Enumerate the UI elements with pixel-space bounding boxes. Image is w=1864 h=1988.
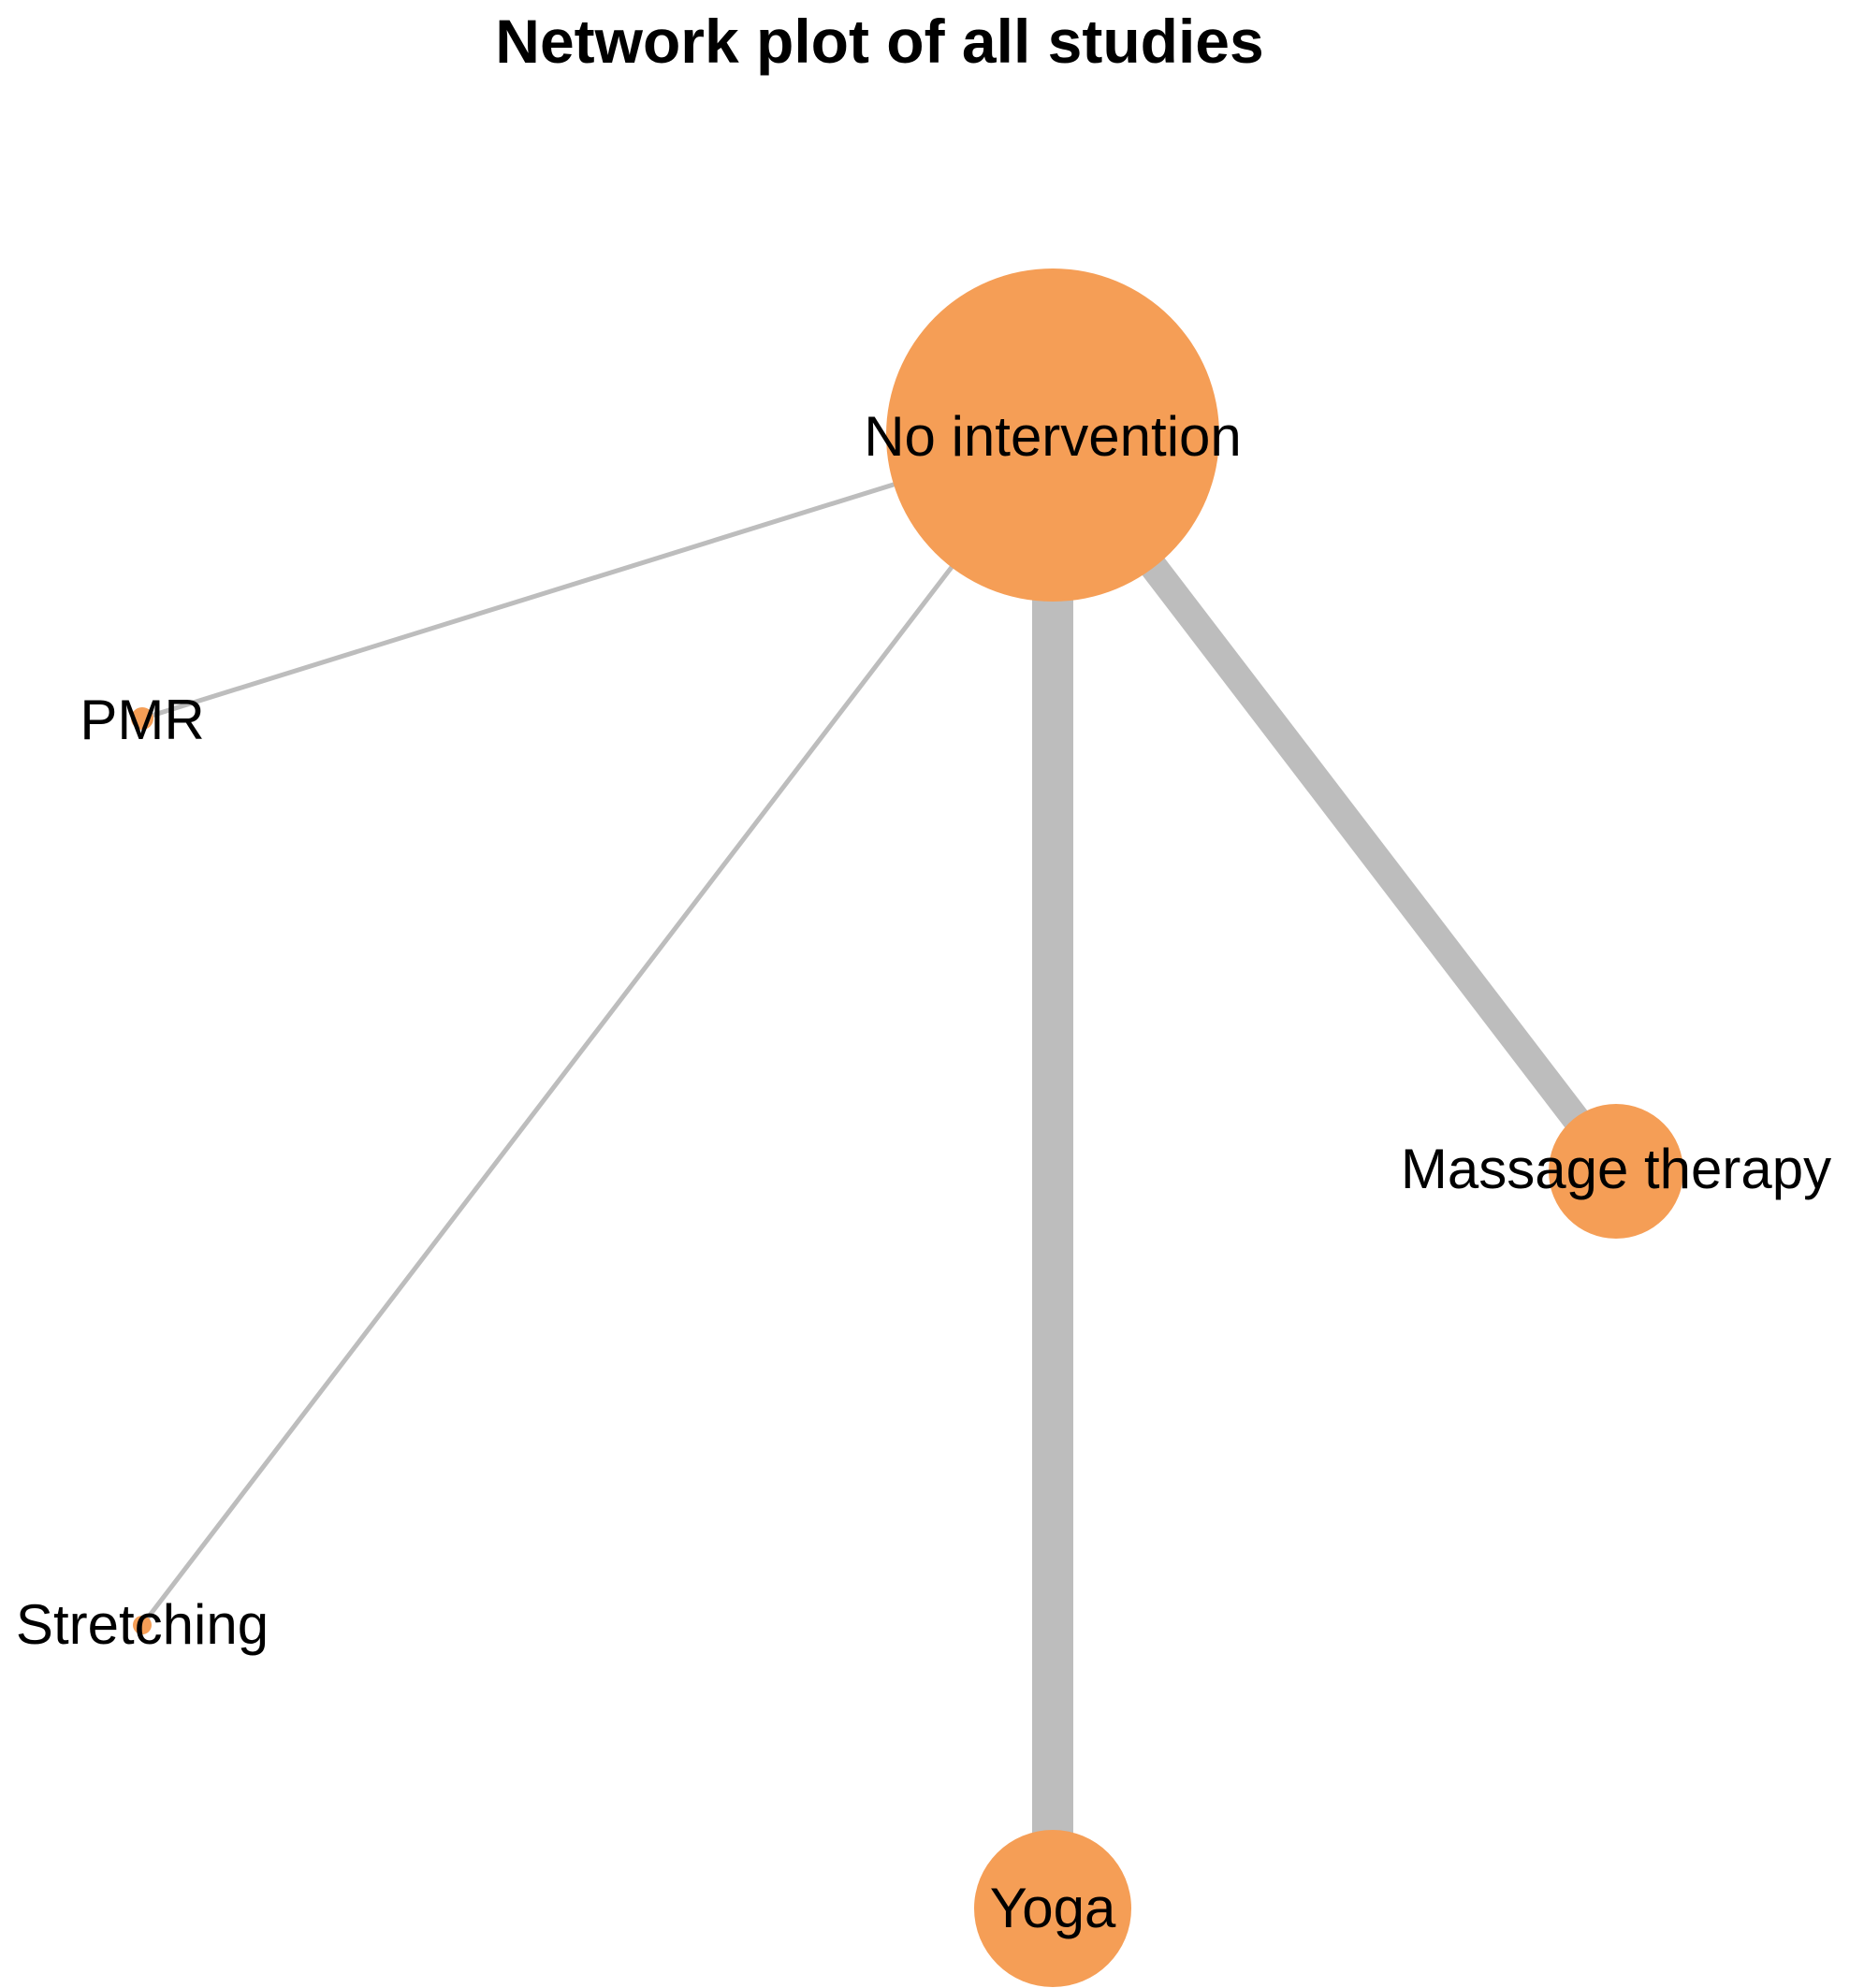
label-massage-therapy: Massage therapy (1401, 1138, 1831, 1200)
node-pmr (131, 707, 153, 730)
node-stretching (133, 1616, 152, 1634)
plot-title: Network plot of all studies (495, 7, 1264, 76)
node-yoga (974, 1830, 1131, 1987)
label-stretching: Stretching (16, 1593, 269, 1656)
edge-no-intervention-stretching (140, 433, 1055, 1627)
label-yoga: Yoga (990, 1877, 1116, 1939)
label-pmr: PMR (80, 689, 204, 751)
node-no-intervention (886, 268, 1219, 602)
label-no-intervention: No intervention (864, 405, 1242, 468)
node-massage-therapy (1549, 1104, 1683, 1239)
